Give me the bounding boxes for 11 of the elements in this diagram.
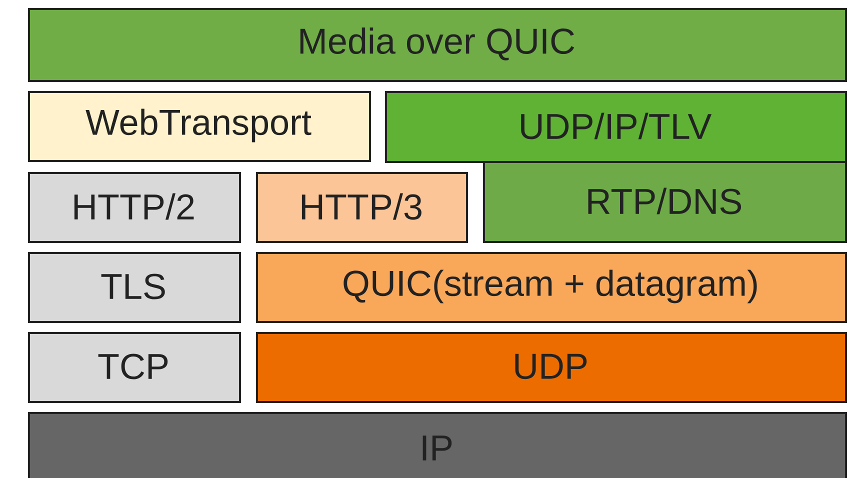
layer-box: WebTransport: [28, 91, 371, 162]
layer-box: IP: [28, 412, 848, 478]
layer-box: RTP/DNS: [483, 161, 848, 243]
layer-box: TLS: [28, 252, 241, 323]
layer-box: HTTP/2: [28, 172, 241, 243]
layer-box: Media over QUIC: [28, 8, 848, 82]
layer-box: TCP: [28, 332, 241, 403]
layer-box: HTTP/3: [256, 172, 468, 243]
layer-box: UDP/IP/TLV: [385, 91, 848, 163]
layer-box: UDP: [256, 332, 848, 403]
layer-box: QUIC(stream + datagram): [256, 252, 848, 323]
